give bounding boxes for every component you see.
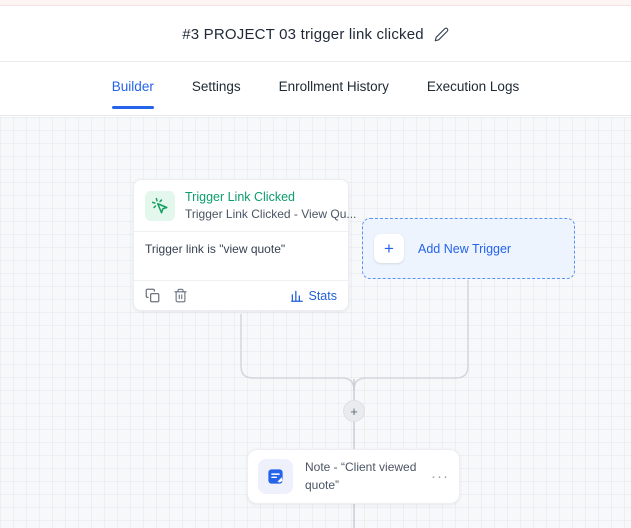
tab-bar: Builder Settings Enrollment History Exec… — [0, 63, 631, 116]
tab-execution-logs-label: Execution Logs — [426, 79, 520, 94]
copy-icon[interactable] — [145, 288, 160, 303]
tab-enrollment-history-label: Enrollment History — [278, 79, 389, 94]
trigger-card-header: Trigger Link Clicked Trigger Link Clicke… — [134, 180, 357, 231]
add-new-trigger-button[interactable]: + Add New Trigger — [362, 218, 575, 279]
trigger-card-footer: Stats — [134, 280, 348, 310]
edit-pencil-icon[interactable] — [434, 27, 449, 42]
note-action-card[interactable]: Note - “Client viewed quote” ··· — [247, 449, 460, 504]
mouse-pointer-click-icon — [151, 197, 168, 213]
bar-chart-icon — [290, 290, 303, 302]
trigger-card-titles: Trigger Link Clicked Trigger Link Clicke… — [185, 190, 357, 221]
tab-settings-label: Settings — [191, 79, 241, 94]
trigger-subtitle: Trigger Link Clicked - View Qu... — [185, 207, 357, 221]
top-banner-strip — [0, 0, 631, 6]
trigger-condition-text: Trigger link is "view quote" — [134, 231, 348, 280]
tab-execution-logs[interactable]: Execution Logs — [427, 79, 519, 115]
tab-enrollment-history[interactable]: Enrollment History — [279, 79, 389, 115]
tab-settings[interactable]: Settings — [192, 79, 241, 115]
plus-icon: + — [374, 234, 404, 263]
trigger-title: Trigger Link Clicked — [185, 190, 295, 204]
trigger-node-card[interactable]: Trigger Link Clicked Trigger Link Clicke… — [133, 179, 357, 311]
note-icon-badge — [258, 459, 293, 494]
note-icon — [268, 469, 283, 484]
note-label: Note - “Client viewed quote” — [305, 460, 417, 492]
stats-label: Stats — [308, 288, 338, 303]
note-options-menu[interactable]: ··· — [431, 468, 449, 485]
stats-link[interactable]: Stats — [290, 288, 338, 303]
workflow-canvas[interactable]: Trigger Link Clicked Trigger Link Clicke… — [0, 117, 631, 528]
trigger-icon-badge — [145, 190, 175, 221]
tab-builder[interactable]: Builder — [111, 79, 154, 115]
delete-trash-icon[interactable] — [173, 288, 188, 303]
tab-builder-label: Builder — [111, 79, 154, 94]
add-step-plus-button[interactable]: + — [343, 400, 365, 422]
workflow-header: #3 PROJECT 03 trigger link clicked — [0, 7, 631, 62]
active-tab-underline — [111, 106, 154, 109]
add-new-trigger-label: Add New Trigger — [418, 241, 512, 256]
workflow-title: #3 PROJECT 03 trigger link clicked — [182, 25, 424, 43]
